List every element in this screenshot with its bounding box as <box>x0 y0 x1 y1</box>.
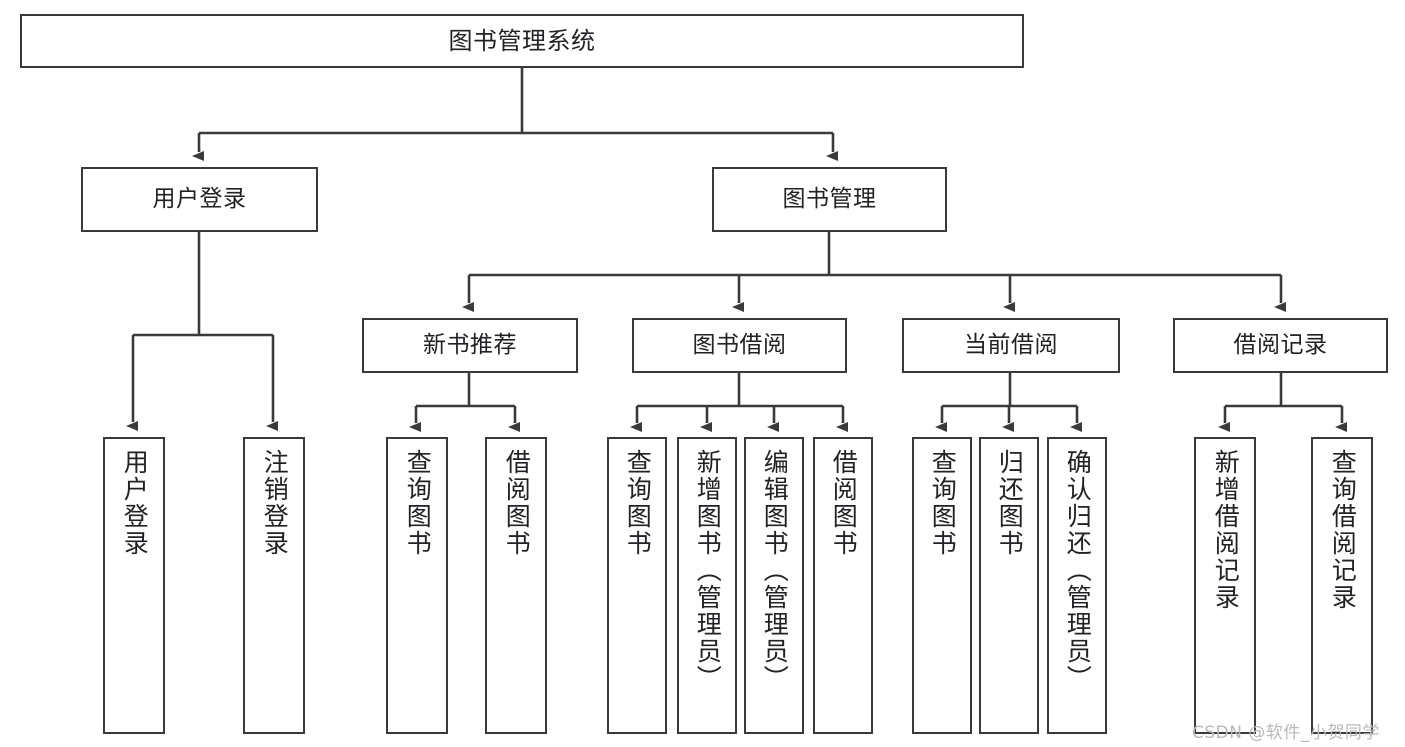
csdn-watermark: CSDN @软件_小贺同学 <box>1192 723 1380 743</box>
node-leaf-add-book-admin[interactable]: 新增图书（管理员） <box>677 437 737 734</box>
node-leaf-logout[interactable]: 注销登录 <box>243 437 305 734</box>
node-label: 查询图书 <box>403 449 433 557</box>
node-label: 当前借阅 <box>964 331 1058 358</box>
node-borrow-record[interactable]: 借阅记录 <box>1173 318 1388 373</box>
node-label: 查询图书 <box>623 449 653 557</box>
node-book-management[interactable]: 图书管理 <box>712 167 947 232</box>
node-leaf-query-book-current[interactable]: 查询图书 <box>912 437 972 734</box>
node-leaf-query-book-new[interactable]: 查询图书 <box>386 437 448 734</box>
node-label: 用户登录 <box>152 185 247 212</box>
node-leaf-confirm-return-admin[interactable]: 确认归还（管理员） <box>1047 437 1107 734</box>
node-leaf-borrow-book[interactable]: 借阅图书 <box>813 437 873 734</box>
node-current-borrow[interactable]: 当前借阅 <box>902 318 1120 373</box>
node-label: 编辑图书（管理员） <box>760 449 790 692</box>
node-leaf-query-book-borrow[interactable]: 查询图书 <box>607 437 667 734</box>
node-label: 用户登录 <box>120 449 150 557</box>
node-label: 新增图书（管理员） <box>693 449 723 692</box>
node-label: 图书管理 <box>782 185 877 212</box>
node-leaf-edit-book-admin[interactable]: 编辑图书（管理员） <box>744 437 804 734</box>
node-label: 借阅图书 <box>502 449 532 557</box>
node-user-login[interactable]: 用户登录 <box>81 167 318 232</box>
node-leaf-borrow-book-new[interactable]: 借阅图书 <box>485 437 547 734</box>
node-label: 借阅图书 <box>829 449 859 557</box>
node-new-book-recommend[interactable]: 新书推荐 <box>362 318 578 373</box>
node-label: 注销登录 <box>260 449 290 557</box>
node-leaf-return-book[interactable]: 归还图书 <box>979 437 1039 734</box>
node-leaf-query-borrow-record[interactable]: 查询借阅记录 <box>1311 437 1373 734</box>
node-label: 查询图书 <box>928 449 958 557</box>
node-leaf-user-login[interactable]: 用户登录 <box>103 437 165 734</box>
node-label: 借阅记录 <box>1233 331 1328 358</box>
node-root-book-management-system[interactable]: 图书管理系统 <box>20 14 1024 68</box>
node-label: 图书借阅 <box>692 331 787 358</box>
node-leaf-add-borrow-record[interactable]: 新增借阅记录 <box>1194 437 1256 734</box>
node-label: 查询借阅记录 <box>1328 449 1358 611</box>
node-label: 图书管理系统 <box>448 26 596 55</box>
node-label: 新书推荐 <box>423 331 517 358</box>
node-label: 新增借阅记录 <box>1211 449 1241 611</box>
node-label: 确认归还（管理员） <box>1063 449 1093 692</box>
node-book-borrow[interactable]: 图书借阅 <box>632 318 847 373</box>
node-label: 归还图书 <box>995 449 1025 557</box>
